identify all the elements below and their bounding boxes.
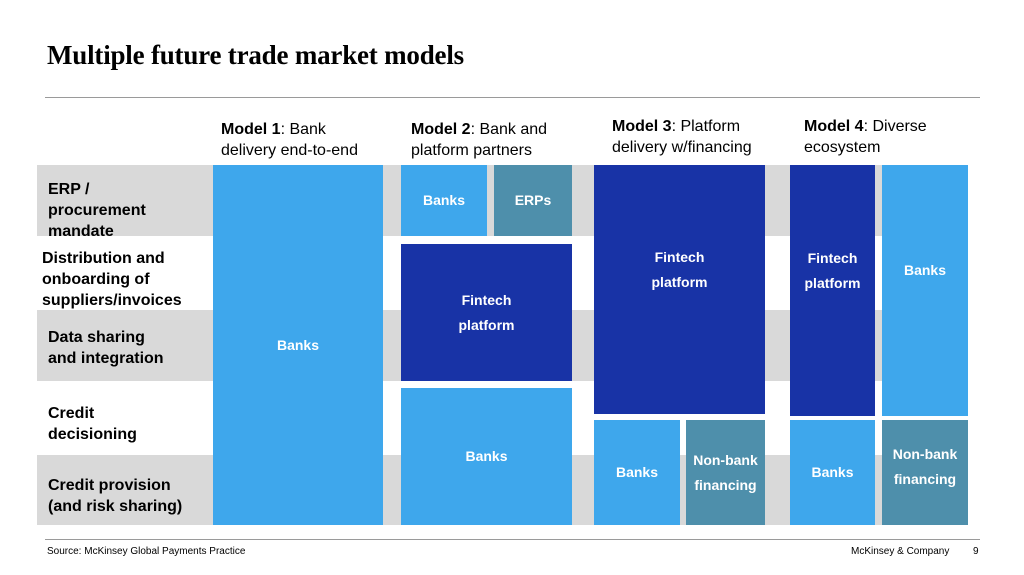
row-label-credit-provision: Credit provision(and risk sharing)	[48, 477, 183, 515]
page-number: 9	[973, 546, 979, 557]
model-2-banks-box: Banks	[401, 165, 487, 236]
model-3-banks-box: Banks	[594, 420, 680, 525]
title-divider	[45, 97, 980, 98]
source-note: Source: McKinsey Global Payments Practic…	[47, 546, 246, 557]
model-2-banks-bottom-box: Banks	[401, 388, 572, 525]
model-1-banks-box: Banks	[213, 165, 383, 525]
model-4-header: Model 4: Diverse ecosystem	[804, 118, 927, 156]
footer-divider	[45, 539, 980, 540]
model-1-header: Model 1: Bank delivery end-to-end	[221, 121, 358, 159]
model-2-erps-box: ERPs	[494, 165, 572, 236]
model-3-header: Model 3: Platform delivery w/financing	[612, 118, 752, 156]
page-title: Multiple future trade market models	[47, 40, 464, 70]
model-4-banks-top-box: Banks	[882, 165, 968, 416]
company-name: McKinsey & Company	[851, 546, 950, 557]
model-4-banks-bottom-box: Banks	[790, 420, 875, 525]
model-2-header: Model 2: Bank and platform partners	[411, 121, 548, 159]
